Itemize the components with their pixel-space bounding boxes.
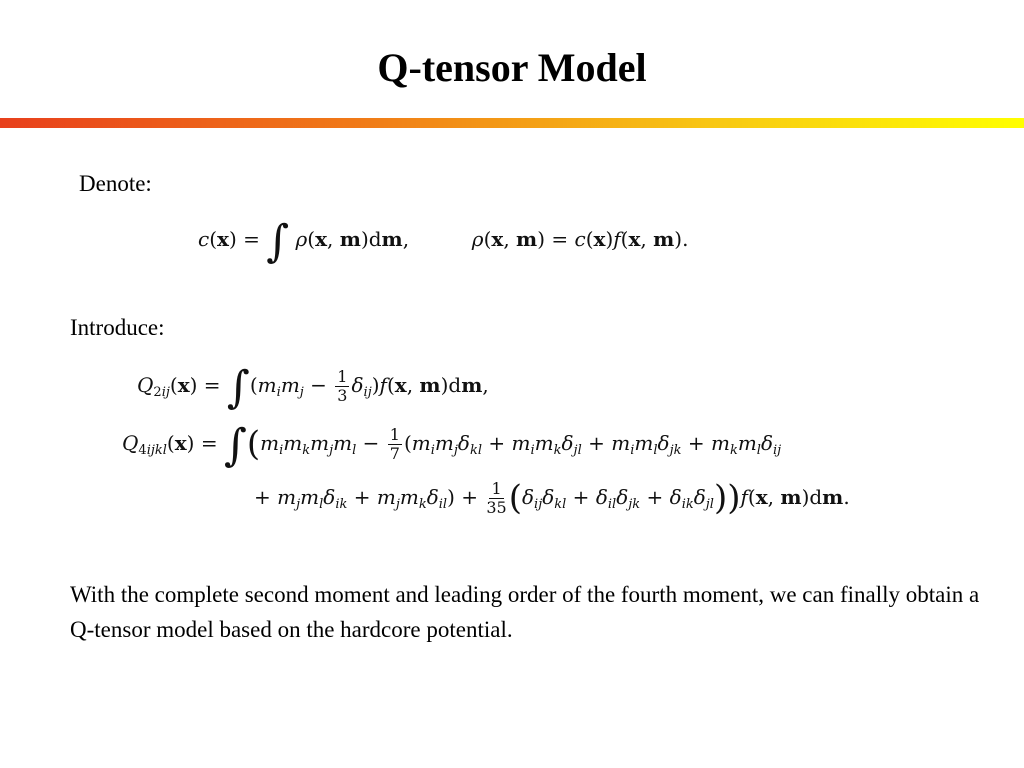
introduce-label: Introduce: [70,315,165,340]
slide-title: Q-tensor Model [377,45,647,90]
denote-label: Denote: [79,171,152,196]
conclusion-paragraph: With the complete second moment and lead… [70,582,980,642]
equation-density-definition: c(x) = ∫ ρ(x, m)dm, ρ(x, m) = c(x)f(x, m… [198,216,689,267]
title-underline-bar [0,118,1024,128]
